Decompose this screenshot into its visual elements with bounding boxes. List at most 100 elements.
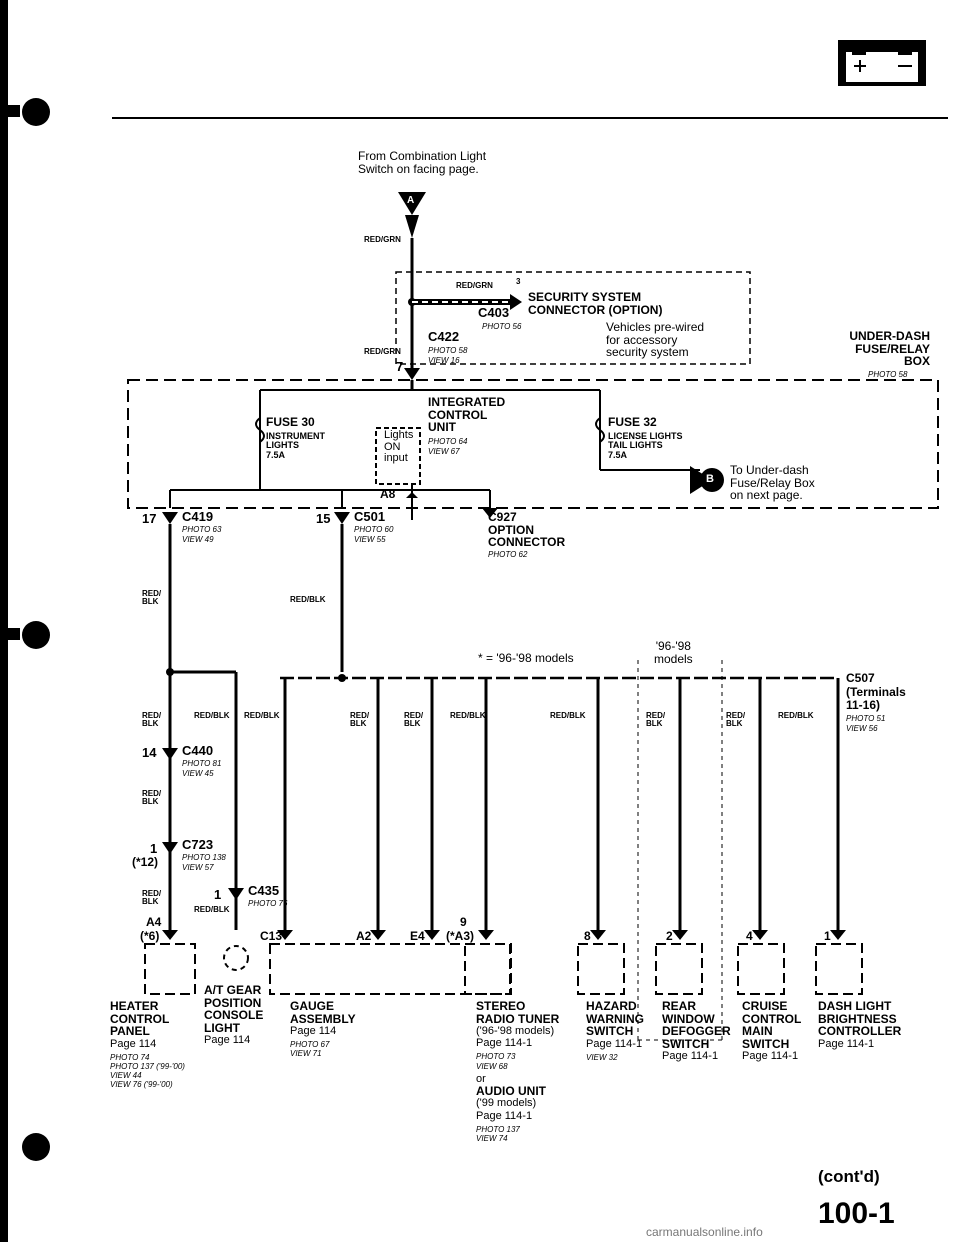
pin-4: 4 <box>746 929 753 943</box>
pin-8: 8 <box>584 929 591 943</box>
fuse-relay-box-photo: PHOTO 58 <box>868 370 908 379</box>
component-page: Page 114-1 <box>818 1037 875 1050</box>
c927-label: C927 OPTION CONNECTOR <box>488 510 566 550</box>
security-note: Vehicles pre-wired for accessory securit… <box>606 320 705 360</box>
binding-hole-top <box>22 98 50 126</box>
pin-9-alt: (*A3) <box>446 929 475 943</box>
audio-unit-photo: PHOTO 137 VIEW 74 <box>476 1124 520 1143</box>
connector-b-text: To Under-dash Fuse/Relay Box on next pag… <box>730 463 815 503</box>
audio-unit-name: AUDIO UNIT <box>476 1083 546 1098</box>
watermark-site: carmanualsonline.info <box>646 1225 763 1239</box>
wire-label: RED/BLK <box>244 711 280 720</box>
component-rear-window-defogger-switch: REAR WINDOW DEFOGGER SWITCH Page 114-1 <box>662 999 731 1063</box>
fuse-30-desc: INSTRUMENT LIGHTS 7.5A <box>266 431 325 460</box>
c422-pin: 7 <box>396 359 404 374</box>
wire-label: RED/BLK <box>550 711 586 720</box>
fuse-32-desc: LICENSE LIGHTS TAIL LIGHTS 7.5A <box>608 431 683 460</box>
wire-label: RED/ BLK <box>404 711 424 729</box>
icu-name: INTEGRATED CONTROL UNIT <box>428 395 506 435</box>
component-page: Page 114 <box>110 1037 157 1050</box>
pin-a4-alt: (*6) <box>140 929 160 943</box>
c501-label: C501 <box>354 509 386 524</box>
component-page: ('96-'98 models) Page 114-1 <box>476 1025 555 1050</box>
c507-view: VIEW 56 <box>846 724 878 733</box>
binding-hole-bottom <box>22 1133 50 1161</box>
component-page: Page 114 <box>290 1025 337 1038</box>
c422-wire-color: RED/GRN <box>364 347 401 356</box>
c507-desc: (Terminals 11-16) <box>846 685 906 712</box>
component-stereo-radio-tuner: STEREO RADIO TUNER ('96-'98 models) Page… <box>476 1000 559 1143</box>
wire-label: RED/ BLK <box>142 711 162 729</box>
wire-label: RED/ BLK <box>350 711 370 729</box>
wire-label: RED/ BLK <box>142 789 162 807</box>
pin-9: 9 <box>460 915 467 929</box>
component-name: HEATER CONTROL PANEL <box>110 999 170 1039</box>
c403-label: C403 <box>478 305 510 320</box>
component-name: HAZARD WARNING SWITCH <box>586 999 644 1039</box>
security-connector-name: SECURITY SYSTEM CONNECTOR (OPTION) <box>528 290 663 317</box>
c723-pin: 1 <box>150 841 158 856</box>
models-note: '96-'98 models <box>654 639 693 666</box>
c422-label: C422 <box>428 329 460 344</box>
component-name: A/T GEAR POSITION CONSOLE LIGHT <box>204 983 264 1035</box>
fuse-32-label: FUSE 32 <box>608 415 657 429</box>
fuse-30-label: FUSE 30 <box>266 415 315 429</box>
fuse-relay-box-outline <box>127 379 939 509</box>
pin-1: 1 <box>824 929 831 943</box>
wire-label: RED/BLK <box>778 711 814 720</box>
component-page: Page 114-1 <box>586 1037 643 1050</box>
wire-red-blk-c501: RED/BLK <box>290 595 326 604</box>
c501-view: VIEW 55 <box>354 535 386 544</box>
c419-pin: 17 <box>142 511 157 526</box>
asterisk-note: * = '96-'98 models <box>478 651 574 665</box>
component-hazard-warning-switch: HAZARD WARNING SWITCH Page 114-1 VIEW 32 <box>586 1000 644 1062</box>
c419-photo: PHOTO 63 <box>182 525 222 534</box>
wire-label: RED/ BLK <box>646 711 666 729</box>
component-gauge-assembly: GAUGE ASSEMBLY Page 114 PHOTO 67 VIEW 71 <box>290 1000 356 1059</box>
pin-e4: E4 <box>410 929 425 943</box>
component-photo: PHOTO 67 VIEW 71 <box>290 1040 330 1059</box>
c501-photo: PHOTO 60 <box>354 525 394 534</box>
c723-photo: PHOTO 138 <box>182 853 226 862</box>
icu-switch-label: Lights ON input <box>384 429 414 465</box>
security-pin: 3 <box>516 277 521 286</box>
component-dash-light-brightness-controller: DASH LIGHT BRIGHTNESS CONTROLLER Page 11… <box>818 1000 901 1050</box>
binding-edge <box>0 0 8 1242</box>
pin-a2: A2 <box>356 929 372 943</box>
security-wire-color: RED/GRN <box>456 281 493 290</box>
c440-pin: 14 <box>142 745 157 760</box>
audio-unit-page: ('99 models) Page 114-1 <box>476 1097 537 1122</box>
c403-photo: PHOTO 56 <box>482 322 522 331</box>
from-text: From Combination Light Switch on facing … <box>358 149 487 176</box>
c723-view: VIEW 57 <box>182 863 214 872</box>
component-name: CRUISE CONTROL MAIN SWITCH <box>742 999 802 1051</box>
c419-label: C419 <box>182 509 214 524</box>
component-photo: PHOTO 73 VIEW 68 <box>476 1052 516 1071</box>
c440-view: VIEW 45 <box>182 769 214 778</box>
pin-a4: A4 <box>146 915 162 929</box>
c440-label: C440 <box>182 743 214 758</box>
wire-color-red-grn-top: RED/GRN <box>364 235 401 244</box>
pin-c13: C13 <box>260 929 283 943</box>
connector-b-icon <box>690 466 712 494</box>
c507-label: C507 <box>846 671 875 685</box>
battery-icon <box>838 40 926 86</box>
connector-a-icon <box>405 215 419 238</box>
component-cruise-control-main-switch: CRUISE CONTROL MAIN SWITCH Page 114-1 <box>742 999 802 1063</box>
component-name: REAR WINDOW DEFOGGER SWITCH <box>662 999 731 1051</box>
wire-red-blk-c419: RED/ BLK <box>142 589 162 607</box>
component-photo: VIEW 32 <box>586 1052 618 1062</box>
c422-photo: PHOTO 58 <box>428 346 468 355</box>
continued-label: (cont'd) <box>818 1167 880 1186</box>
wire-label: RED/BLK <box>194 905 230 914</box>
component-name: GAUGE ASSEMBLY <box>290 999 356 1026</box>
connector-b-label: B <box>706 473 714 485</box>
c507-photo: PHOTO 51 <box>846 714 886 723</box>
c927-photo: PHOTO 62 <box>488 550 528 559</box>
c501-pin: 15 <box>316 511 331 526</box>
c723-label: C723 <box>182 837 214 852</box>
icu-pin: A8 <box>380 487 396 501</box>
wire-label: RED/ BLK <box>142 889 162 907</box>
component-photo: PHOTO 74 PHOTO 137 ('99-'00) VIEW 44 VIE… <box>110 1052 185 1090</box>
